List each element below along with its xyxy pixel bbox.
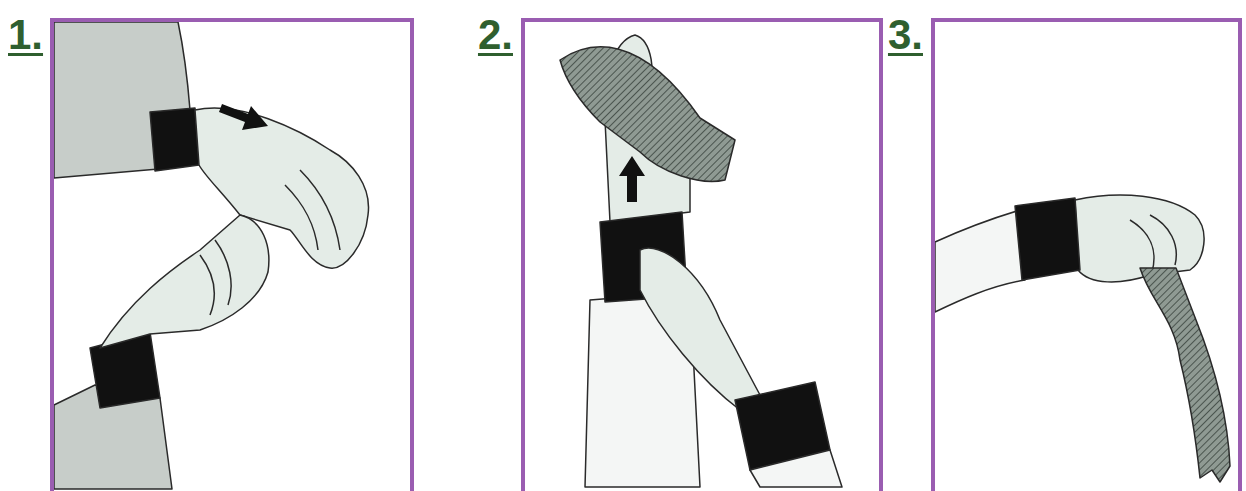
inverted-glove xyxy=(560,47,735,182)
finger-line xyxy=(200,240,231,315)
step-panel: 2. xyxy=(521,18,883,491)
sleeve xyxy=(750,450,842,487)
step-number: 1. xyxy=(8,12,43,58)
hand xyxy=(640,248,760,410)
finger-line xyxy=(1130,215,1176,272)
sleeve xyxy=(935,210,1025,312)
cuff xyxy=(150,108,199,171)
removed-glove xyxy=(1140,268,1230,482)
direction-arrow xyxy=(619,156,645,202)
step-number: 2. xyxy=(478,12,513,58)
finger-line xyxy=(285,170,340,250)
cuff xyxy=(90,332,160,408)
step-panel: 1. xyxy=(50,18,414,491)
cuff xyxy=(1015,198,1080,280)
step-number: 3. xyxy=(888,12,923,58)
direction-arrow xyxy=(219,104,268,130)
step-panel: 3. xyxy=(931,18,1242,491)
hand xyxy=(100,215,269,348)
